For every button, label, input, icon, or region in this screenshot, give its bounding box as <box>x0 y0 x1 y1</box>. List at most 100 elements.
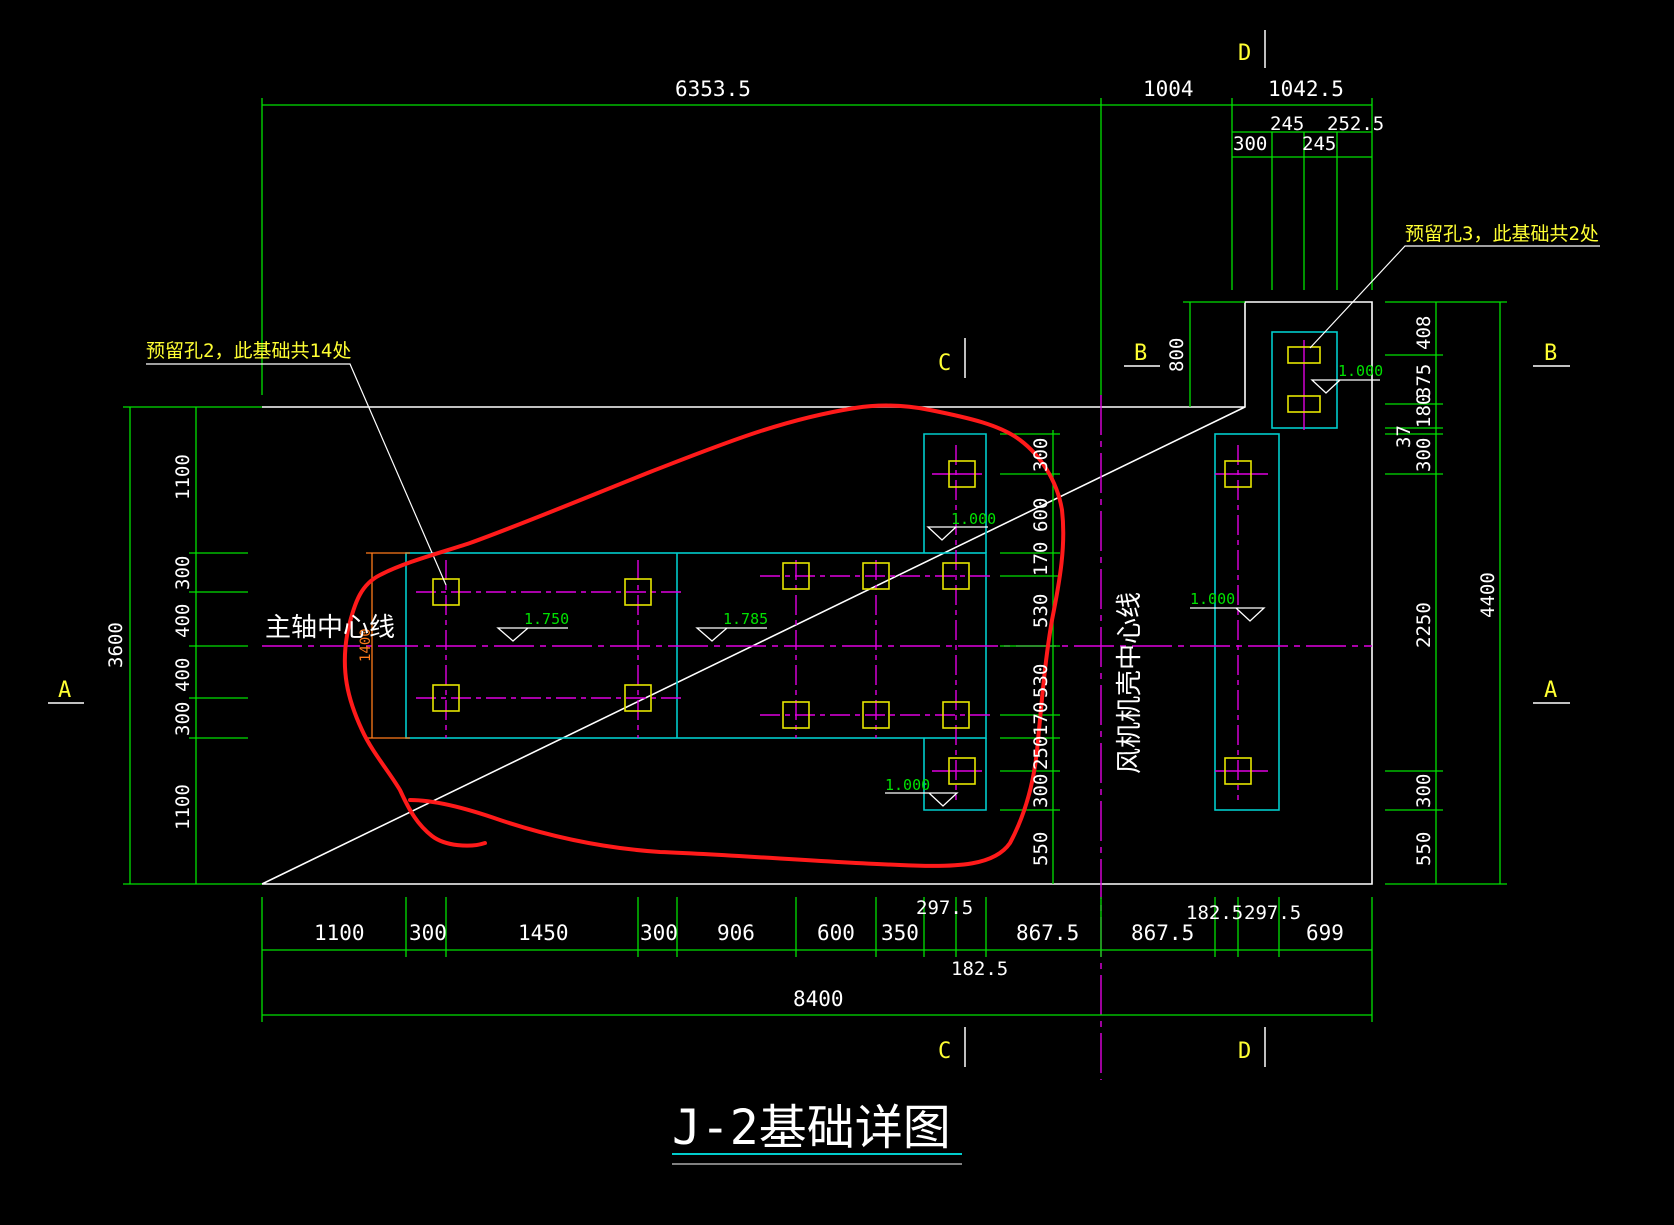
dim-mid-300b: 300 <box>1030 774 1052 808</box>
dim-right-2250: 2250 <box>1413 602 1435 648</box>
dim-bottom-906: 906 <box>717 921 755 945</box>
elevation-1000-lower: 1.000 <box>885 776 930 794</box>
dim-mid-530b: 530 <box>1030 664 1052 698</box>
dim-top-300: 300 <box>1233 133 1267 155</box>
dimension-lines <box>123 98 1507 1022</box>
section-b-right: B <box>1544 341 1557 366</box>
orange-dim-1400: 1400 <box>358 628 374 662</box>
dim-bottom-182b: 182.5 <box>951 958 1008 980</box>
dim-right-180: 180 <box>1413 394 1435 428</box>
anchor-hole <box>862 562 890 590</box>
section-c-top: C <box>938 351 951 376</box>
dim-mid-800: 800 <box>1166 338 1188 372</box>
elevation-1000-fan: 1.000 <box>1190 590 1235 608</box>
dim-mid-170b: 170 <box>1030 702 1052 736</box>
anchor-hole <box>1224 757 1252 785</box>
dim-mid-600: 600 <box>1030 498 1052 532</box>
dim-right-300a: 300 <box>1413 438 1435 472</box>
dim-bottom-699: 699 <box>1306 921 1344 945</box>
red-markup-circle <box>342 403 1066 868</box>
anchor-hole <box>942 562 970 590</box>
anchor-hole <box>624 684 652 712</box>
dim-bottom-8400: 8400 <box>793 987 844 1011</box>
elevation-1750: 1.750 <box>524 610 569 628</box>
dim-bottom-1450: 1450 <box>518 921 569 945</box>
dim-mid-300a: 300 <box>1030 438 1052 472</box>
anchor-hole <box>432 578 460 606</box>
dim-left-300a: 300 <box>172 556 194 590</box>
dim-left-1100a: 1100 <box>172 454 194 500</box>
note-hole-2: 预留孔2，此基础共14处 <box>146 340 351 362</box>
dim-right-408: 408 <box>1413 316 1435 350</box>
section-a-right: A <box>1544 678 1557 703</box>
upper-pedestal <box>923 433 987 553</box>
fan-pedestal <box>1214 433 1280 811</box>
elevation-markers <box>496 379 1380 807</box>
dim-top-245b: 245 <box>1302 133 1336 155</box>
dim-bottom-867a: 867.5 <box>1016 921 1079 945</box>
note-hole-3: 预留孔3，此基础共2处 <box>1405 223 1599 245</box>
dim-top-245a: 245 <box>1270 113 1304 135</box>
dim-bottom-867b: 867.5 <box>1131 921 1194 945</box>
dim-bottom-350: 350 <box>881 921 919 945</box>
anchor-hole-slot <box>1287 395 1321 413</box>
centerlines <box>262 340 1372 1080</box>
dim-mid-550: 550 <box>1030 832 1052 866</box>
dim-mid-250: 250 <box>1030 736 1052 770</box>
anchor-hole <box>1224 460 1252 488</box>
lower-pedestal <box>923 738 987 811</box>
dim-bottom-1100: 1100 <box>314 921 365 945</box>
dim-top-1042: 1042.5 <box>1268 77 1344 101</box>
labels: 6353.5 1004 1042.5 245 252.5 300 245 110… <box>58 41 1599 1156</box>
dim-right-37: 37 <box>1393 425 1415 448</box>
dim-mid-170a: 170 <box>1030 542 1052 576</box>
section-d-top: D <box>1238 41 1251 66</box>
anchor-hole <box>948 460 976 488</box>
section-d-bottom: D <box>1238 1039 1251 1064</box>
section-b-left: B <box>1134 341 1147 366</box>
dim-right-300b: 300 <box>1413 774 1435 808</box>
anchor-hole <box>782 701 810 729</box>
dim-top-6353: 6353.5 <box>675 77 751 101</box>
dim-bottom-600: 600 <box>817 921 855 945</box>
title-underline <box>672 1153 962 1165</box>
elevation-1785: 1.785 <box>723 610 768 628</box>
main-axis-label: 主轴中心线 <box>265 613 395 643</box>
fan-axis-label: 风机机壳中心线 <box>1115 592 1145 774</box>
drawing-title: J-2基础详图 <box>672 1100 951 1156</box>
dim-bottom-297b: 297.5 <box>1244 902 1301 924</box>
dim-left-3600: 3600 <box>105 622 127 668</box>
anchor-hole <box>782 562 810 590</box>
anchor-hole-slot <box>1287 346 1321 364</box>
leader-lines <box>146 245 1600 586</box>
anchor-hole <box>948 757 976 785</box>
foundation-outline <box>261 301 1373 885</box>
dim-bottom-300a: 300 <box>409 921 447 945</box>
orange-dimension <box>366 552 410 739</box>
dim-bottom-182a: 182.5 <box>1186 902 1243 924</box>
dim-right-550: 550 <box>1413 832 1435 866</box>
anchor-hole <box>432 684 460 712</box>
dim-left-300b: 300 <box>172 702 194 736</box>
section-c-bottom: C <box>938 1039 951 1064</box>
dim-left-400a: 400 <box>172 604 194 638</box>
dim-right-375: 375 <box>1413 364 1435 398</box>
section-marker-lines <box>48 30 1570 1067</box>
anchor-hole <box>942 701 970 729</box>
dim-left-1100b: 1100 <box>172 784 194 830</box>
anchor-hole <box>862 701 890 729</box>
section-a-left: A <box>58 678 71 703</box>
anchor-hole <box>624 578 652 606</box>
dim-top-1004: 1004 <box>1143 77 1194 101</box>
elevation-1000-upper: 1.000 <box>951 510 996 528</box>
anchor-holes <box>432 346 1321 785</box>
dim-bottom-300b: 300 <box>640 921 678 945</box>
dim-left-400b: 400 <box>172 658 194 692</box>
dim-top-252: 252.5 <box>1327 113 1384 135</box>
dim-mid-530a: 530 <box>1030 594 1052 628</box>
elevation-1000-top: 1.000 <box>1338 362 1383 380</box>
dim-bottom-297a: 297.5 <box>916 897 973 919</box>
dim-right-4400: 4400 <box>1477 572 1499 618</box>
